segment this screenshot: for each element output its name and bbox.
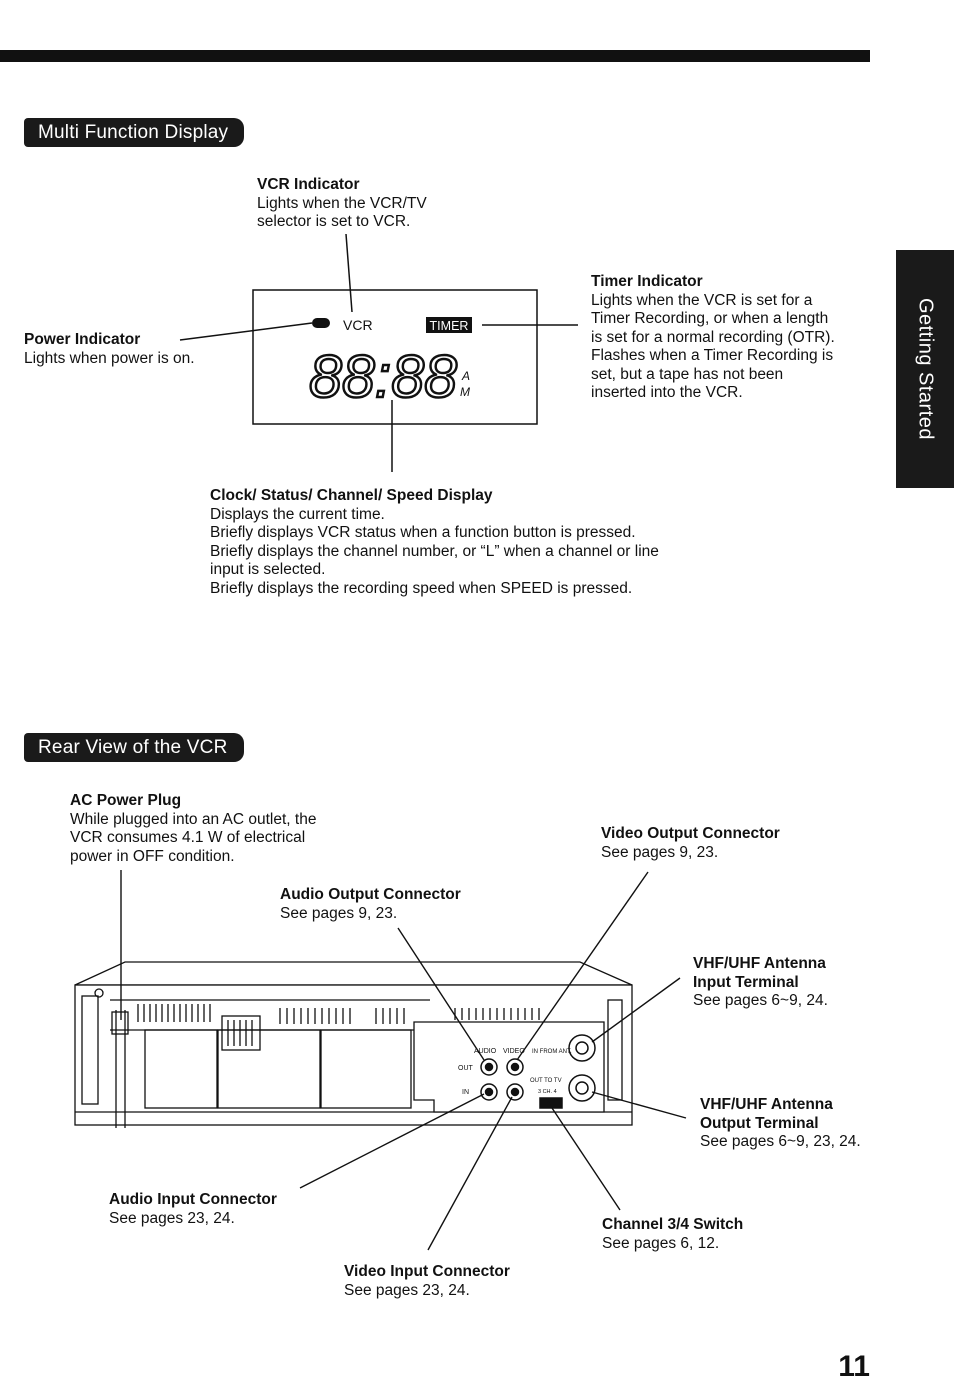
panel-video-label: VIDEO	[503, 1048, 525, 1055]
video-output-label: Video Output Connector See pages 9, 23.	[601, 825, 780, 862]
antenna-output-title-1: VHF/UHF Antenna	[700, 1096, 833, 1113]
antenna-input-desc-1: See pages 6~9, 24.	[693, 992, 828, 1009]
timer-indicator-desc-4: Flashes when a Timer Recording is	[591, 347, 834, 364]
lcd-vcr-label: VCR	[343, 317, 373, 333]
multi-function-display-diagram: VCR TIMER 88:88 A M	[179, 233, 578, 472]
ac-plug-strain-relief	[111, 1011, 129, 1035]
clock-display-desc-4: input is selected.	[210, 561, 326, 578]
clock-display-desc-3: Briefly displays the channel number, or …	[210, 542, 659, 560]
panel-out-to-tv-label: OUT TO TV	[530, 1078, 562, 1084]
channel-switch-leader	[547, 1101, 621, 1211]
timer-indicator-desc-6: inserted into the VCR.	[591, 384, 743, 401]
vcr-indicator-desc-1: Lights when the VCR/TV	[257, 194, 427, 212]
vcr-top-lid	[74, 961, 633, 986]
ac-power-plug-desc-2: VCR consumes 4.1 W of electrical	[70, 829, 306, 846]
clock-display-label: Clock/ Status/ Channel/ Speed Display Di…	[210, 487, 659, 598]
panel-ch-label: 3 CH. 4	[538, 1089, 557, 1095]
antenna-input-label: VHF/UHF Antenna Input Terminal See pages…	[693, 955, 828, 1011]
clock-display-desc-2: Briefly displays VCR status when a funct…	[210, 524, 636, 541]
channel-switch-title: Channel 3/4 Switch	[602, 1216, 744, 1233]
audio-input-desc-1: See pages 23, 24.	[109, 1209, 235, 1227]
antenna-output-desc-1: See pages 6~9, 23, 24.	[700, 1133, 861, 1150]
ac-power-plug-label: AC Power Plug While plugged into an AC o…	[70, 792, 316, 866]
screw-icon	[94, 988, 104, 998]
multi-function-display-header: Multi Function Display	[24, 118, 245, 147]
video-output-title: Video Output Connector	[601, 825, 780, 842]
vcr-right-foot	[607, 999, 623, 1101]
ac-power-plug-title: AC Power Plug	[70, 792, 182, 809]
section-tab: Getting Started	[896, 250, 954, 488]
timer-indicator-desc-3: is set for a normal recording (OTR).	[591, 328, 835, 346]
vcr-left-foot	[81, 995, 99, 1105]
antenna-output-title-2: Output Terminal	[700, 1114, 819, 1132]
power-indicator-desc-1: Lights when power is on.	[24, 349, 195, 367]
clock-display-desc-5: Briefly displays the recording speed whe…	[210, 579, 633, 597]
antenna-input-title-2: Input Terminal	[693, 973, 799, 991]
page-number: 11	[838, 1350, 870, 1383]
vcr-indicator-desc-2: selector is set to VCR.	[257, 213, 411, 230]
lcd-timer-box	[426, 317, 472, 333]
antenna-input-title-1: VHF/UHF Antenna	[693, 955, 826, 972]
panel-audio-label: AUDIO	[474, 1048, 497, 1055]
channel-switch-label: Channel 3/4 Switch See pages 6, 12.	[602, 1216, 743, 1253]
lcd-panel-outline	[252, 289, 538, 425]
panel-in-label: IN	[462, 1089, 469, 1096]
audio-output-desc-1: See pages 9, 23.	[280, 904, 398, 922]
channel-switch	[539, 1097, 563, 1109]
video-input-label: Video Input Connector See pages 23, 24.	[344, 1263, 510, 1300]
power-indicator-title: Power Indicator	[24, 331, 141, 348]
ac-power-plug-desc-3: power in OFF condition.	[70, 847, 235, 865]
audio-input-label: Audio Input Connector See pages 23, 24.	[109, 1191, 277, 1228]
timer-indicator-title: Timer Indicator	[591, 273, 703, 290]
clock-display-desc-1: Displays the current time.	[210, 505, 385, 523]
power-indicator-leader	[179, 322, 313, 341]
audio-output-leader	[397, 927, 485, 1061]
timer-indicator-desc-5: set, but a tape has not been	[591, 365, 784, 383]
video-input-leader	[427, 1096, 513, 1251]
panel-in-from-ant-label: IN FROM ANT.	[532, 1049, 572, 1055]
top-rule	[0, 50, 870, 62]
antenna-output-leader	[591, 1091, 687, 1119]
lcd-pm-indicator: M	[460, 385, 470, 399]
channel-switch-desc-1: See pages 6, 12.	[602, 1234, 720, 1252]
antenna-input-leader	[591, 977, 681, 1043]
power-lamp	[312, 318, 330, 328]
video-input-title: Video Input Connector	[344, 1263, 510, 1280]
ac-power-cord	[115, 1010, 126, 1128]
antenna-output-label: VHF/UHF Antenna Output Terminal See page…	[700, 1096, 861, 1152]
vcr-indicator-title: VCR Indicator	[257, 176, 360, 193]
video-input-desc-1: See pages 23, 24.	[344, 1281, 470, 1299]
lcd-clock-digits: 88:88	[309, 343, 458, 410]
vcr-indicator-label: VCR Indicator Lights when the VCR/TV sel…	[257, 176, 427, 232]
lcd-timer-label: TIMER	[430, 319, 469, 333]
audio-input-title: Audio Input Connector	[109, 1191, 277, 1208]
panel-out-label: OUT	[458, 1065, 474, 1072]
video-output-desc-1: See pages 9, 23.	[601, 843, 719, 861]
timer-indicator-label: Timer Indicator Lights when the VCR is s…	[591, 273, 835, 403]
video-output-leader	[516, 871, 649, 1061]
timer-indicator-desc-2: Timer Recording, or when a length	[591, 310, 829, 327]
audio-output-title: Audio Output Connector	[280, 886, 461, 903]
audio-input-leader	[299, 1093, 485, 1189]
lcd-am-indicator: A	[461, 369, 470, 383]
ac-power-plug-desc-1: While plugged into an AC outlet, the	[70, 810, 317, 828]
timer-indicator-desc-1: Lights when the VCR is set for a	[591, 291, 813, 309]
power-indicator-label: Power Indicator Lights when power is on.	[24, 331, 195, 368]
audio-output-label: Audio Output Connector See pages 9, 23.	[280, 886, 461, 923]
vcr-indicator-leader	[345, 233, 353, 313]
rear-view-header: Rear View of the VCR	[24, 733, 244, 762]
clock-display-title: Clock/ Status/ Channel/ Speed Display	[210, 487, 493, 504]
